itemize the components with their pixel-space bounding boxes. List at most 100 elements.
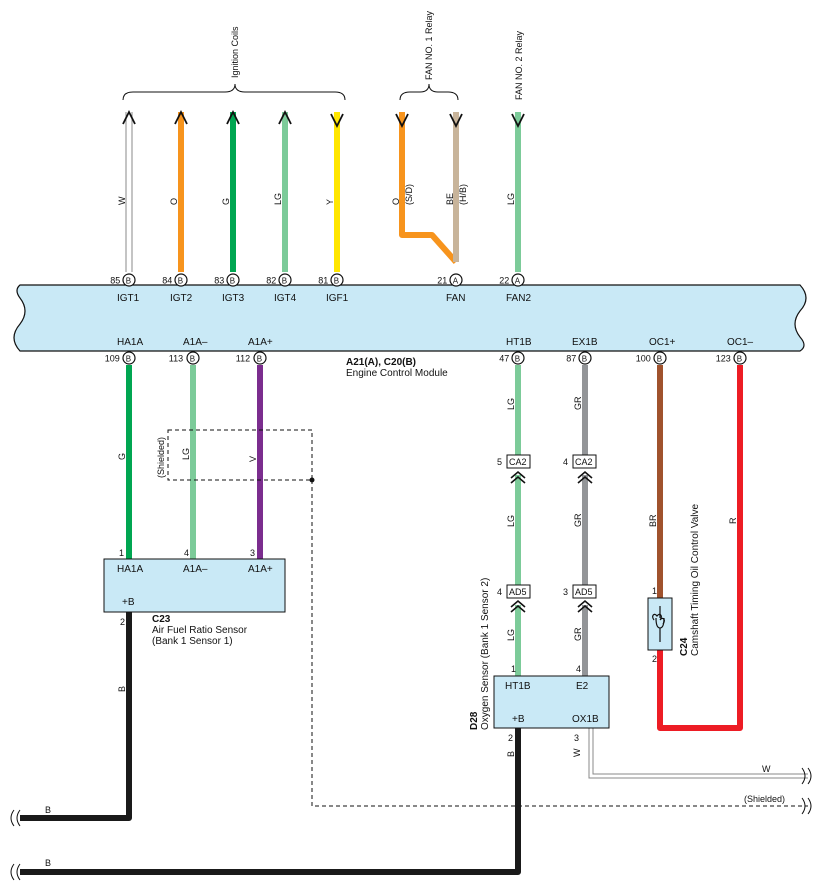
pin-ex1b-node: [578, 351, 592, 365]
ecm-pin-fan: FAN: [446, 293, 465, 304]
pin-ha1a-conn: B: [126, 354, 131, 363]
pin-a1a_minus-node: [186, 351, 200, 365]
wire-color-igt1: W: [117, 196, 127, 205]
ex1b-wire-color-3: GR: [573, 627, 583, 641]
pin-ht1b-number: 47: [499, 353, 509, 363]
fan-no2-relay-label: FAN NO. 2 Relay: [514, 30, 524, 100]
pin-a1a_minus-conn: B: [190, 354, 195, 363]
pin-fan2-node: [511, 273, 525, 287]
pin-igf1-node: [330, 273, 344, 287]
c23-out-wire-color: B: [117, 686, 127, 692]
oc1-plus-wire-color: BR: [648, 514, 658, 527]
arrow-igt2-icon: [174, 109, 188, 125]
pin-igt4-conn: B: [282, 276, 287, 285]
fan-no1-relay-label: FAN NO. 1 Relay: [424, 10, 434, 80]
pin-igt4-number: 82: [266, 275, 276, 285]
c23-label-a1a-minus: A1A–: [183, 564, 208, 575]
pin-igt1-number: 85: [110, 275, 120, 285]
ecm-pin-igt3: IGT3: [222, 293, 245, 304]
pin-ha1a-number: 109: [105, 353, 120, 363]
pin-ex1b-number: 87: [566, 353, 576, 363]
ecm-pin-igt4: IGT4: [274, 293, 297, 304]
ecm-pin-ex1b: EX1B: [572, 337, 598, 348]
break-icon-2: [10, 863, 21, 881]
connector-ad5: AD5 4 AD5 3: [497, 584, 597, 613]
wire-oc1_minus: [657, 365, 743, 731]
c24-valve: 1 2 C24 Camshaft Timing Oil Control Valv…: [647, 503, 701, 664]
ecm-description: Engine Control Module: [346, 368, 448, 379]
connector-ca2: CA2 5 CA2 4: [497, 454, 597, 484]
ecm-pin-igt2: IGT2: [170, 293, 193, 304]
d28-sensor: 1 4 HT1B E2 +B OX1B 2 3 D28 Oxygen Senso…: [469, 578, 610, 743]
pin-a1a_minus-number: 113: [169, 353, 183, 363]
arrow-igf1-icon: [330, 113, 344, 129]
wire-color-igf1: Y: [325, 199, 335, 205]
fan-hb-arrow-icon: [449, 113, 463, 129]
ecm-pin-oc1-minus: OC1–: [727, 337, 754, 348]
d28-label-e2: E2: [576, 681, 589, 692]
pin-fan-number: 21: [437, 275, 447, 285]
ground-label-1: B: [45, 805, 51, 815]
right-shielded-label: (Shielded): [744, 794, 785, 804]
ox1b-wire-inner: [592, 728, 808, 775]
ca2-code-b: CA2: [575, 457, 593, 467]
fan-sd-arrow-icon: [395, 113, 409, 129]
d28-label-ox1b: OX1B: [572, 714, 599, 725]
pin-fan-conn: A: [453, 276, 459, 285]
ecm-pin-fan2: FAN2: [506, 293, 531, 304]
c23-label-ha1a: HA1A: [117, 564, 143, 575]
pin-oc1_plus-number: 100: [636, 353, 651, 363]
ca2-code-a: CA2: [509, 457, 527, 467]
ht1b-wire-color-2: LG: [506, 515, 516, 527]
c23-ground-wire: [20, 612, 132, 821]
shield: (Shielded): [156, 429, 808, 807]
coil-icon: [652, 613, 665, 625]
pin-oc1_minus-node: [733, 351, 747, 365]
pin-igt4-node: [278, 273, 292, 287]
pin-igt2-node: [174, 273, 188, 287]
ecm-name: A21(A), C20(B): [346, 357, 416, 368]
ad5-pin-b: 3: [563, 587, 568, 597]
ad5-mate-icon-a: [510, 599, 526, 613]
wire-color-igt2: O: [169, 198, 179, 205]
c23-pin-1: 1: [119, 548, 124, 558]
ca2-pin-a: 5: [497, 457, 502, 467]
wire-color-fan2: LG: [506, 193, 516, 205]
bottom-wires: [126, 365, 743, 731]
ad5-pin-a: 4: [497, 587, 502, 597]
pin-igt3-node: [226, 273, 240, 287]
pin-fan2-conn: A: [515, 276, 521, 285]
pin-a1a_plus-number: 112: [236, 353, 250, 363]
shield-junction-icon: [309, 477, 315, 483]
c24-pin-2: 2: [652, 654, 657, 664]
pin-igf1-number: 81: [318, 275, 328, 285]
fan-sd-wire-color: O: [391, 198, 401, 205]
c23-label-a1a-plus: A1A+: [248, 564, 273, 575]
pin-fan-node: [449, 273, 463, 287]
c23-code: C23: [152, 614, 171, 625]
wire-color-igt3: G: [221, 198, 231, 205]
c23-sensor: 1 4 3 HA1A A1A– A1A+ +B 2 C23 Air Fuel R…: [103, 548, 286, 647]
ecm-body: [13, 284, 807, 352]
ad5-code-a: AD5: [509, 587, 527, 597]
pin-ht1b-conn: B: [515, 354, 520, 363]
a1a-minus-wire-color: LG: [181, 448, 191, 460]
ecm-pin-igf1: IGF1: [326, 293, 349, 304]
arrow-igt1-icon: [122, 109, 136, 125]
pin-a1a_plus-conn: B: [257, 354, 262, 363]
c23-plus-b: +B: [122, 597, 135, 608]
ecm-pin-igt1: IGT1: [117, 293, 140, 304]
oc1-minus-wire-color: R: [728, 517, 738, 524]
arrow-fan2-icon: [511, 113, 525, 129]
c24-pin-1: 1: [652, 586, 657, 596]
c23-sub: (Bank 1 Sensor 1): [152, 636, 233, 647]
d28-pin-1: 1: [511, 664, 516, 674]
ox1b-wire-outer: [588, 728, 808, 779]
ex1b-wire-color: GR: [573, 396, 583, 410]
ecm-pin-ht1b: HT1B: [506, 337, 532, 348]
ha1a-wire-color: G: [117, 453, 127, 460]
